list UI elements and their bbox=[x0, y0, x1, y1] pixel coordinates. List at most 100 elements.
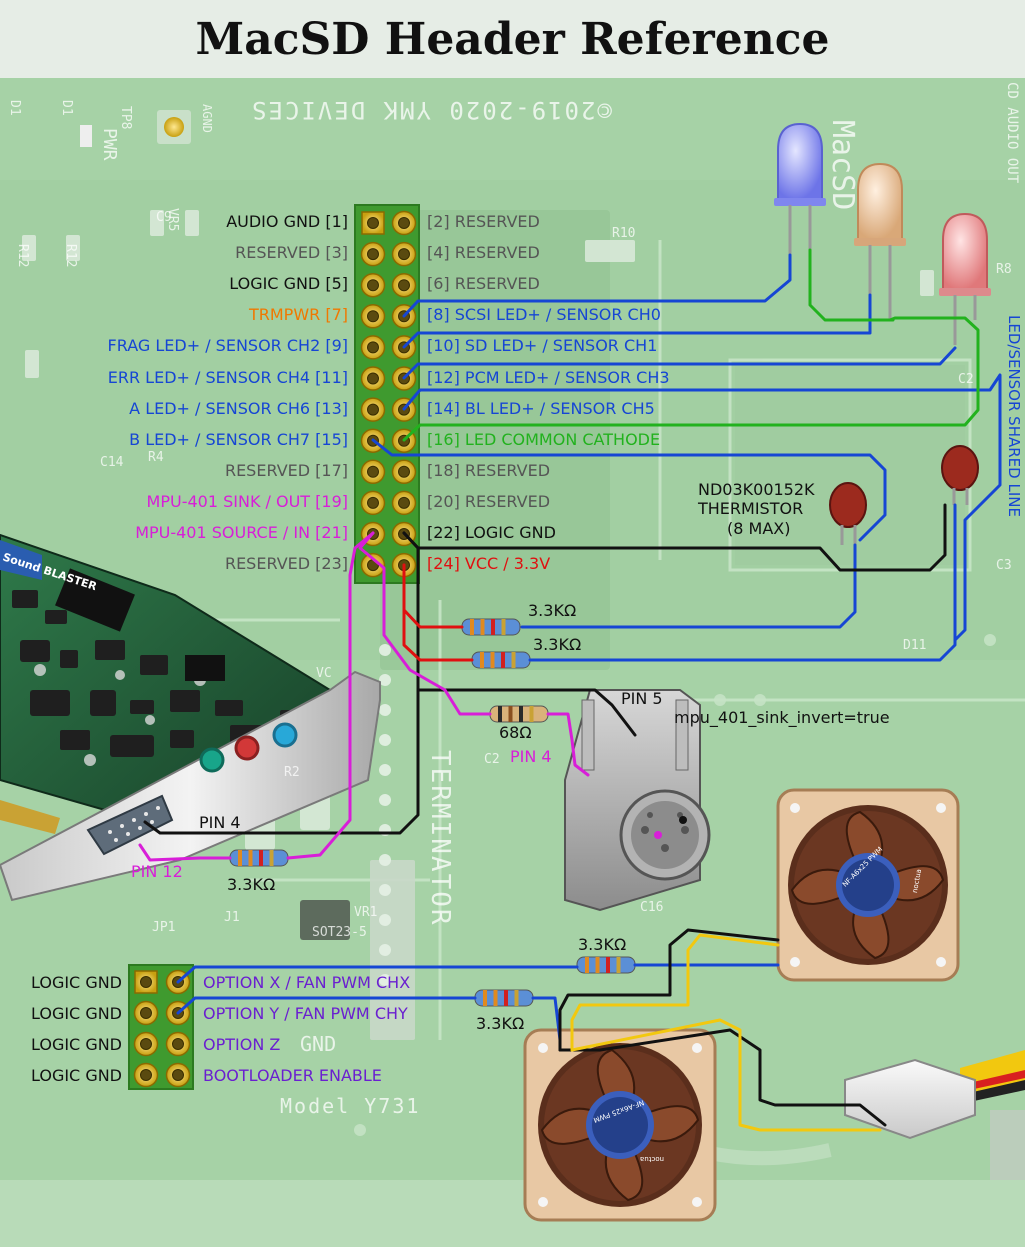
resistor-sensor-1-label: 3.3KΩ bbox=[528, 601, 577, 620]
jp1-pin-left bbox=[134, 970, 158, 994]
header-left-label: RESERVED [23] bbox=[224, 554, 348, 574]
gameport-connector bbox=[86, 794, 174, 856]
header-right-label: [22] LOGIC GND bbox=[427, 523, 556, 542]
refdes-label: C9 bbox=[156, 210, 172, 225]
header-left-label: RESERVED [3] bbox=[235, 243, 348, 263]
refdes-label: R12 bbox=[63, 244, 78, 268]
jp1-pin-left bbox=[133, 1031, 159, 1057]
refdes-label: R8 bbox=[996, 262, 1012, 277]
header-right-label: [2] RESERVED bbox=[427, 212, 540, 231]
wire-midi-pin4 bbox=[546, 712, 590, 777]
resistor-pin12 bbox=[229, 849, 289, 867]
header-left-label: MPU-401 SINK / OUT [19] bbox=[146, 491, 348, 511]
din-pin5-label: PIN 5 bbox=[621, 689, 663, 708]
sound-card: Sound BLASTER bbox=[0, 533, 381, 902]
header-left-label: TRMPWR [7] bbox=[248, 305, 348, 325]
fan-top bbox=[776, 788, 960, 982]
diagram-title: MacSD Header Reference bbox=[195, 14, 830, 65]
wire-thermistor-2 bbox=[528, 503, 957, 662]
header-left-label: ERR LED+ / SENSOR CH4 [11] bbox=[107, 367, 348, 387]
jp1-left-label: LOGIC GND bbox=[31, 973, 122, 992]
jp1-left-label: LOGIC GND bbox=[31, 1066, 122, 1085]
wire-led-cathode bbox=[402, 316, 980, 442]
wire-fan-gnd-1 bbox=[558, 928, 780, 1052]
jp1-pin-right bbox=[165, 1031, 191, 1057]
header-pin-odd bbox=[360, 272, 386, 298]
header-pin-odd bbox=[360, 366, 386, 391]
copyright-silkscreen: ©2019-2020 YMK DEVICES bbox=[250, 96, 612, 124]
jp1-pin-left bbox=[133, 1062, 159, 1088]
wire-bl-sensor bbox=[402, 373, 1002, 642]
midi-din-connector bbox=[564, 689, 711, 912]
resistor-pin12-label: 3.3KΩ bbox=[227, 875, 276, 894]
gameport-pin12-label: PIN 12 bbox=[131, 862, 183, 881]
thermistor-2 bbox=[941, 445, 979, 505]
header-right-label: [12] PCM LED+ / SENSOR CH3 bbox=[427, 367, 670, 387]
cd-audio-out-silkscreen: CD AUDIO OUT bbox=[1004, 82, 1020, 184]
wire-midi-source bbox=[358, 531, 492, 716]
refdes-label: D11 bbox=[903, 638, 927, 653]
wire-fan-pwm-x bbox=[176, 965, 579, 984]
header-right-label: [18] RESERVED bbox=[427, 460, 551, 480]
wire-led-cathode-2 bbox=[808, 248, 895, 322]
refdes-label: VC bbox=[316, 666, 332, 681]
jp1-pin-left bbox=[133, 1000, 159, 1026]
header-right-label: [8] SCSI LED+ / SENSOR CH0 bbox=[427, 305, 661, 325]
header-right-label: [4] RESERVED bbox=[427, 243, 540, 263]
thermistor-part-label: ND03K00152K bbox=[698, 480, 815, 499]
brand-silkscreen: MacSD bbox=[825, 120, 860, 211]
din-pin4-label: PIN 4 bbox=[510, 747, 552, 766]
fan-bottom-maker: noctua bbox=[640, 1155, 665, 1163]
resistor-fan2-label: 3.3KΩ bbox=[476, 1014, 525, 1033]
header-left-label: RESERVED [17] bbox=[224, 460, 348, 480]
wire-din-pin5 bbox=[416, 688, 637, 737]
refdes-label: VR5 bbox=[165, 208, 180, 232]
refdes-label: TP8 bbox=[118, 106, 133, 130]
mcu-footprint bbox=[735, 365, 965, 565]
jp1-left-label: LOGIC GND bbox=[31, 1035, 122, 1054]
thermistor-1 bbox=[829, 482, 867, 545]
resistor-sensor-1 bbox=[461, 618, 521, 636]
jp1-left-label: LOGIC GND bbox=[31, 1004, 122, 1023]
header-pin-odd bbox=[361, 211, 385, 235]
resistor-fan-2 bbox=[474, 989, 534, 1007]
wire-b-sensor bbox=[371, 438, 887, 542]
header-right-label: [24] VCC / 3.3V bbox=[427, 554, 551, 574]
header-left-label: A LED+ / SENSOR CH6 [13] bbox=[129, 398, 348, 418]
invert-setting-label: mpu_401_sink_invert=true bbox=[674, 708, 890, 727]
pwr-silkscreen: PWR bbox=[99, 128, 120, 161]
jp1-right-label: OPTION Z bbox=[203, 1035, 281, 1054]
jp1-right-label: OPTION Y / FAN PWM CHY bbox=[203, 1004, 408, 1023]
header-pin-odd bbox=[360, 241, 386, 267]
refdes-label: C2 bbox=[484, 752, 500, 767]
resistor-sensor-2-label: 3.3KΩ bbox=[533, 635, 582, 654]
header-right-label: [14] BL LED+ / SENSOR CH5 bbox=[427, 398, 655, 418]
refdes-label: J1 bbox=[224, 910, 240, 925]
resistor-fan-1 bbox=[576, 956, 636, 974]
agnd-silkscreen: AGND bbox=[200, 104, 214, 133]
refdes-label: D1 bbox=[7, 100, 22, 116]
wire-pcm-led bbox=[402, 346, 957, 380]
wire-fan-12v-1 bbox=[570, 933, 780, 1052]
thermistor-name-label: THERMISTOR bbox=[698, 499, 804, 518]
refdes-label: C16 bbox=[640, 900, 664, 915]
refdes-label: C2 bbox=[958, 372, 974, 387]
header-pin-odd bbox=[360, 304, 386, 329]
header-right-label: [20] RESERVED bbox=[427, 491, 551, 511]
refdes-label: JP1 bbox=[152, 920, 176, 935]
wire-scsi-led bbox=[402, 253, 792, 318]
header-pin-even bbox=[391, 272, 417, 298]
fan-bottom bbox=[523, 1028, 717, 1222]
resistor-fan1-label: 3.3KΩ bbox=[578, 935, 627, 954]
refdes-label: D1 bbox=[59, 100, 74, 116]
header-pin-odd bbox=[360, 459, 386, 485]
header-pin-odd bbox=[360, 490, 386, 516]
header-pin-even bbox=[391, 241, 417, 267]
refdes-label: C14 bbox=[100, 455, 124, 470]
refdes-label: VR1 bbox=[354, 905, 378, 920]
header-pin-odd bbox=[360, 397, 386, 422]
header-left-label: AUDIO GND [1] bbox=[226, 212, 348, 231]
refdes-label: C3 bbox=[996, 558, 1012, 573]
